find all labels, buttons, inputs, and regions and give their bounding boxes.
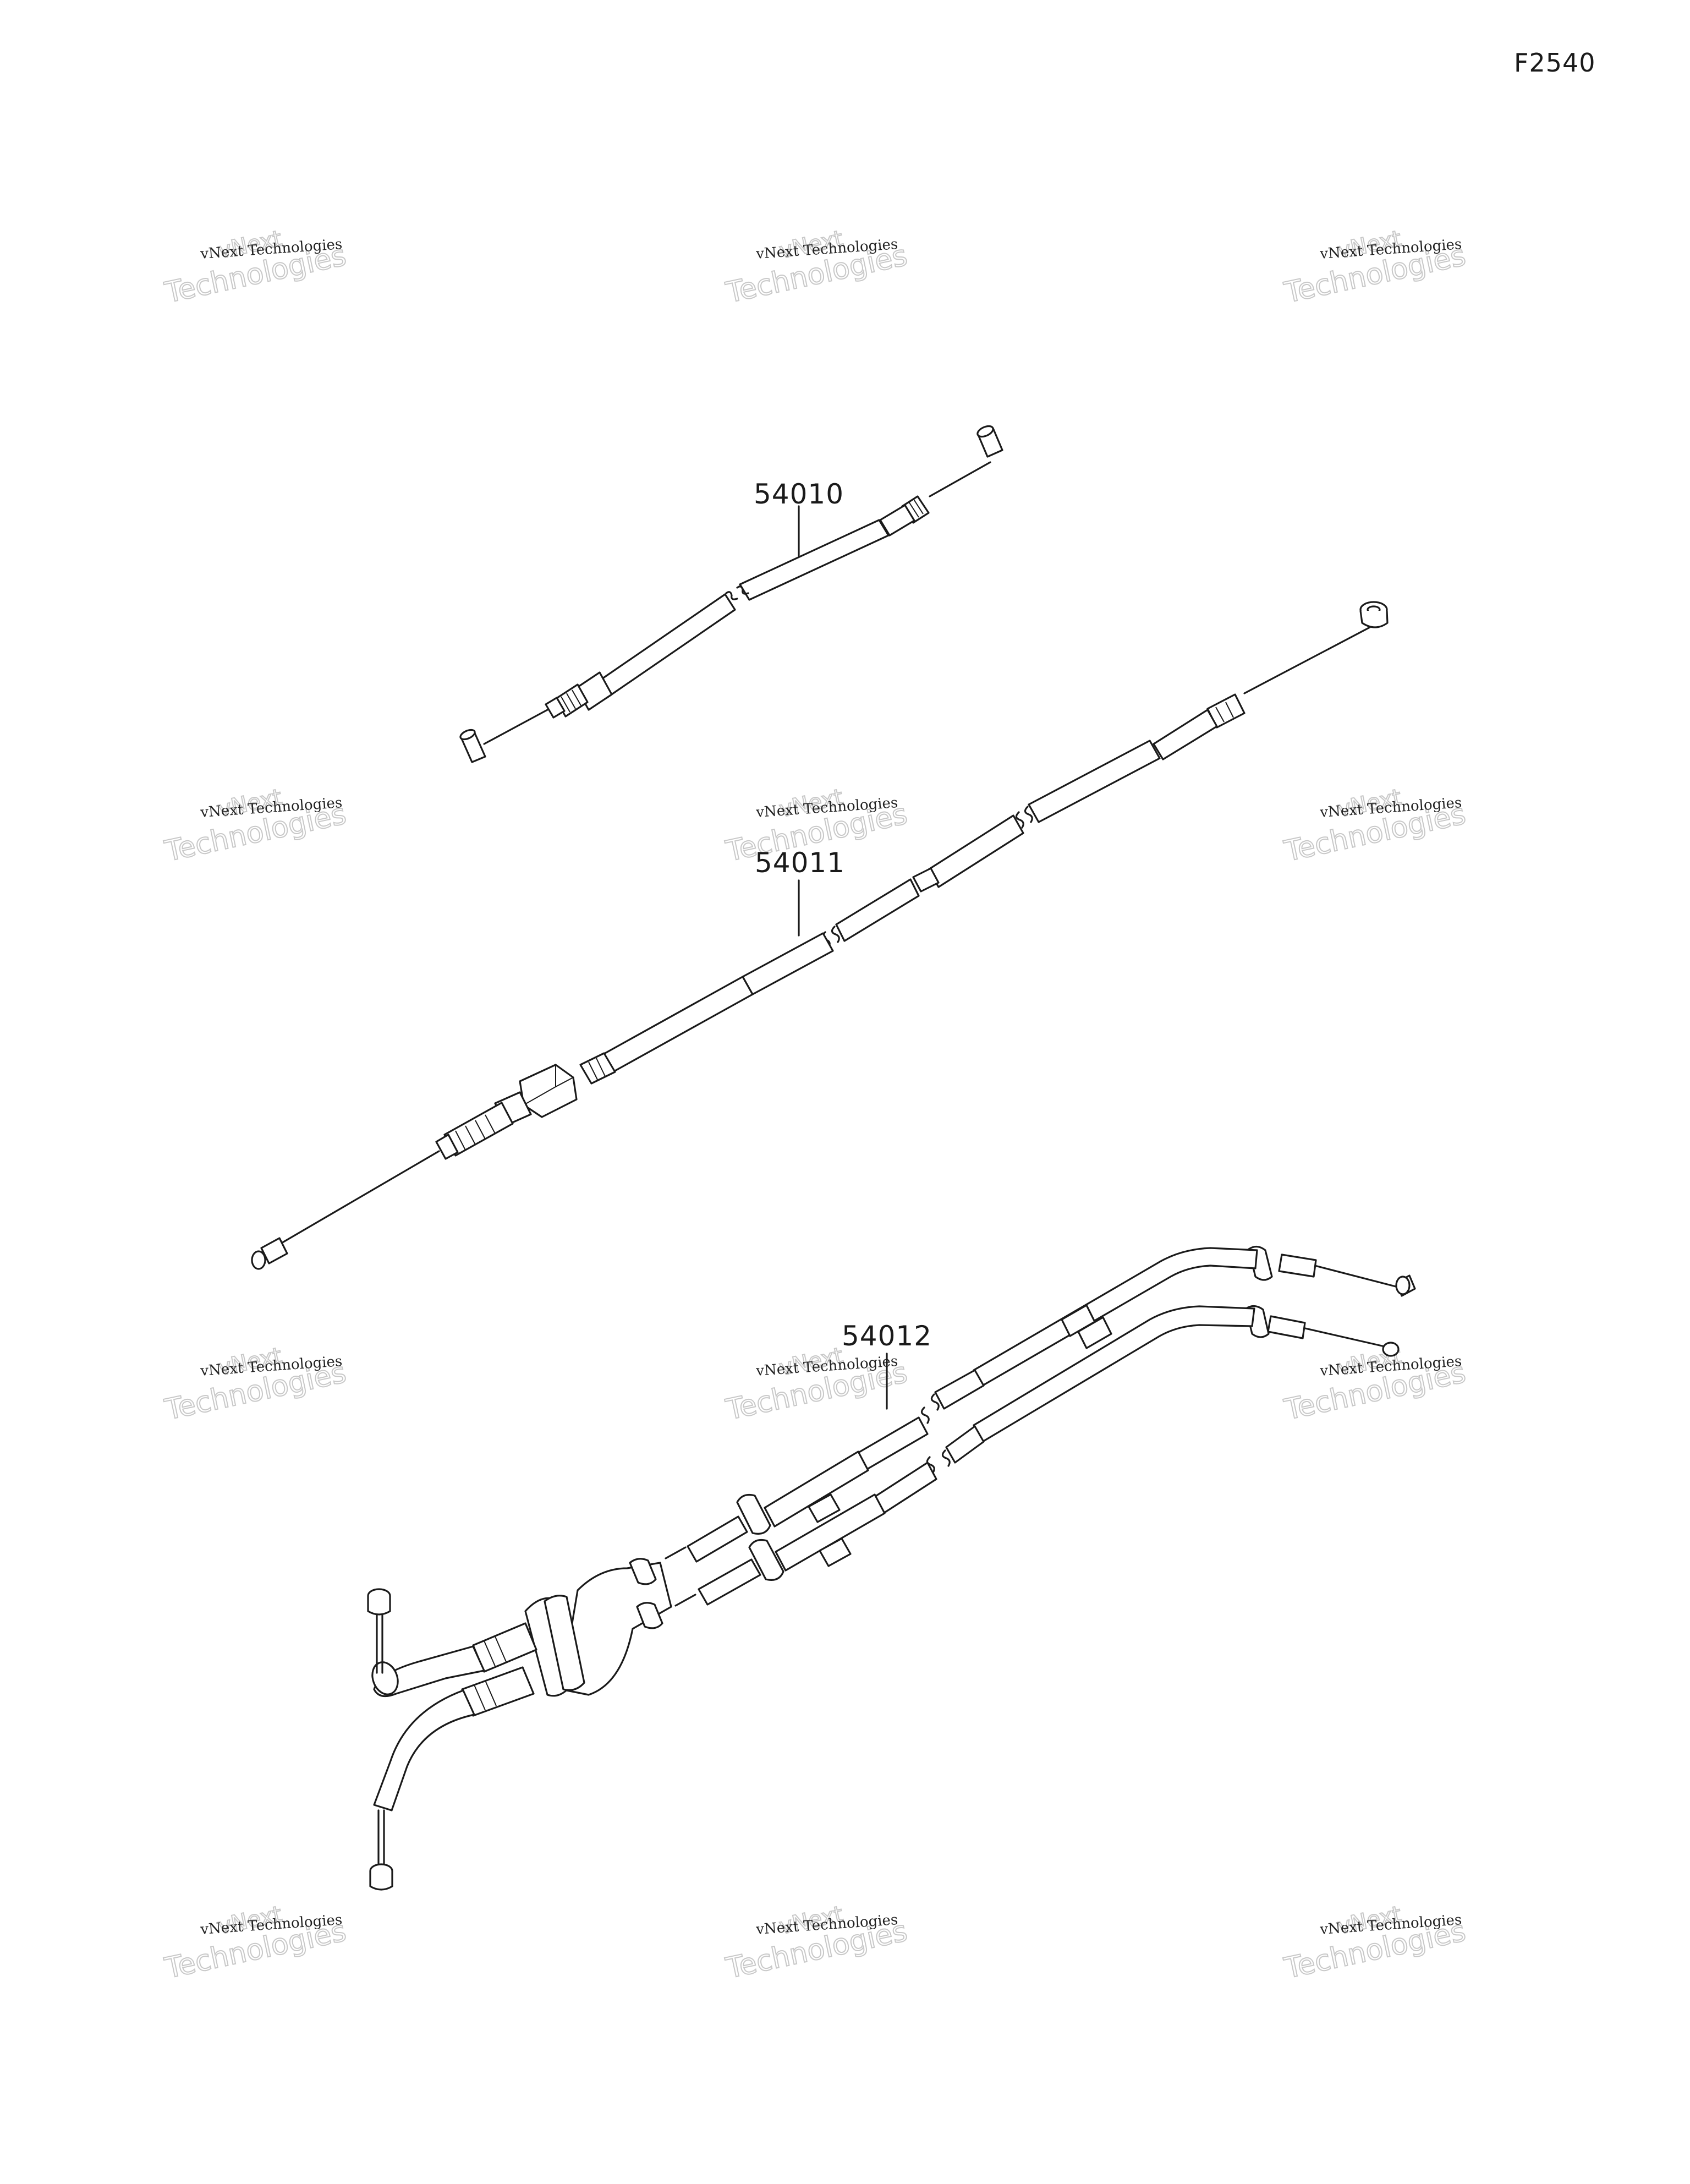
part-number-label: 54010 [754,478,844,510]
adjuster-top [879,495,930,537]
watermark: Technologies vNext vNext Technologies [1281,1901,1469,1985]
part-number-label: 54012 [842,1320,932,1352]
watermark: Technologies vNext vNext Technologies [1281,225,1469,310]
cable-end-nipple-bottom [459,729,486,763]
watermark: Technologies vNext vNext Technologies [161,784,349,868]
cable-54010[interactable]: 54010 [459,424,1003,763]
cable-end-barrel [251,1237,288,1270]
watermark: Technologies vNext vNext Technologies [722,225,910,310]
watermark: Technologies vNext vNext Technologies [722,1342,910,1427]
watermark: Technologies vNext vNext Technologies [161,1901,349,1985]
part-number-label: 54011 [755,847,845,879]
watermark: Technologies vNext vNext Technologies [161,1342,349,1427]
cable-end-nipple-top [976,425,1003,458]
cable-54012[interactable]: 54012 [367,1245,1416,1891]
adjuster-pair [736,1450,886,1581]
junction-block [524,1558,672,1697]
watermark: Technologies vNext vNext Technologies [161,225,349,310]
cable-54011[interactable]: 54011 [251,601,1389,1270]
watermark: Technologies vNext vNext Technologies [1281,784,1469,868]
watermark: Technologies vNext vNext Technologies [722,1901,910,1985]
watermark: Technologies vNext vNext Technologies [1281,1342,1469,1427]
cable-ends-right [1245,1245,1416,1357]
adjuster-bottom [545,671,613,719]
diagram-code: F2540 [1514,48,1596,78]
cable-end-ring [1359,601,1389,628]
